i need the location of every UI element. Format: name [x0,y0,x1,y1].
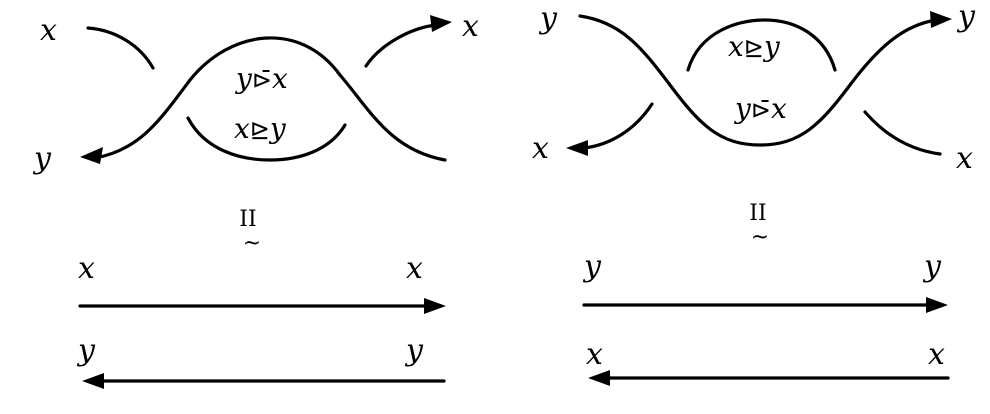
svg-text:x⊵y: x⊵y [234,112,287,145]
left-under-strand-right [364,23,438,68]
right-bottom-right-label: x [956,141,973,176]
left-line1-right-label: x [406,251,423,286]
right-top-right-label: y [956,0,976,34]
right-bottom-left-arrowhead [566,140,588,156]
right-panel: y y x x x⊵y y⊳̄x II ~ y y x x [532,0,976,386]
left-top-right-label: x [462,9,479,44]
left-top-left-label: x [40,13,57,48]
left-under-strand-middle [186,116,347,162]
left-equiv-sign: ~ [243,231,261,256]
right-over-strand [578,14,938,147]
left-region-lower-label: x⊵y [234,112,287,145]
left-bottom-left-label: y [32,141,52,176]
left-under-strand-left [86,26,155,70]
right-line1-right-label: y [922,249,942,284]
right-line1-arrowhead [926,297,948,313]
svg-text:x⊵y: x⊵y [728,30,781,63]
right-line1-left-label: y [582,249,602,284]
left-panel: x x y y⊳̄x x⊵y II ~ x x [32,9,479,389]
left-line2-right-label: y [404,333,424,368]
left-line1-arrowhead [424,298,446,314]
right-move-label: II [749,201,766,226]
left-bottom-arrowhead [80,147,103,164]
svg-text:y⊳̄x: y⊳̄x [234,62,288,95]
right-top-left-label: y [538,1,558,36]
left-top-right-arrowhead [430,15,452,32]
right-bottom-left-label: x [532,131,549,166]
right-line2-arrowhead [588,370,610,386]
right-under-strand-left [582,102,654,150]
right-equiv-sign: ~ [751,225,769,250]
right-region-upper-label: x⊵y [728,30,781,63]
right-under-strand-right [863,110,942,156]
right-top-right-arrowhead [930,11,952,28]
left-line2-arrowhead [82,373,104,389]
left-over-strand [93,36,447,162]
left-move-label: II [239,207,256,232]
right-under-strand-middle [686,18,837,72]
left-region-upper-label: y⊳̄x [234,62,288,95]
right-region-lower-label: y⊳̄x [733,92,787,125]
right-line2-right-label: x [928,337,945,372]
left-line1-left-label: x [78,251,95,286]
left-line2-left-label: y [76,333,96,368]
right-line2-left-label: x [586,337,603,372]
svg-text:y⊳̄x: y⊳̄x [733,92,787,125]
